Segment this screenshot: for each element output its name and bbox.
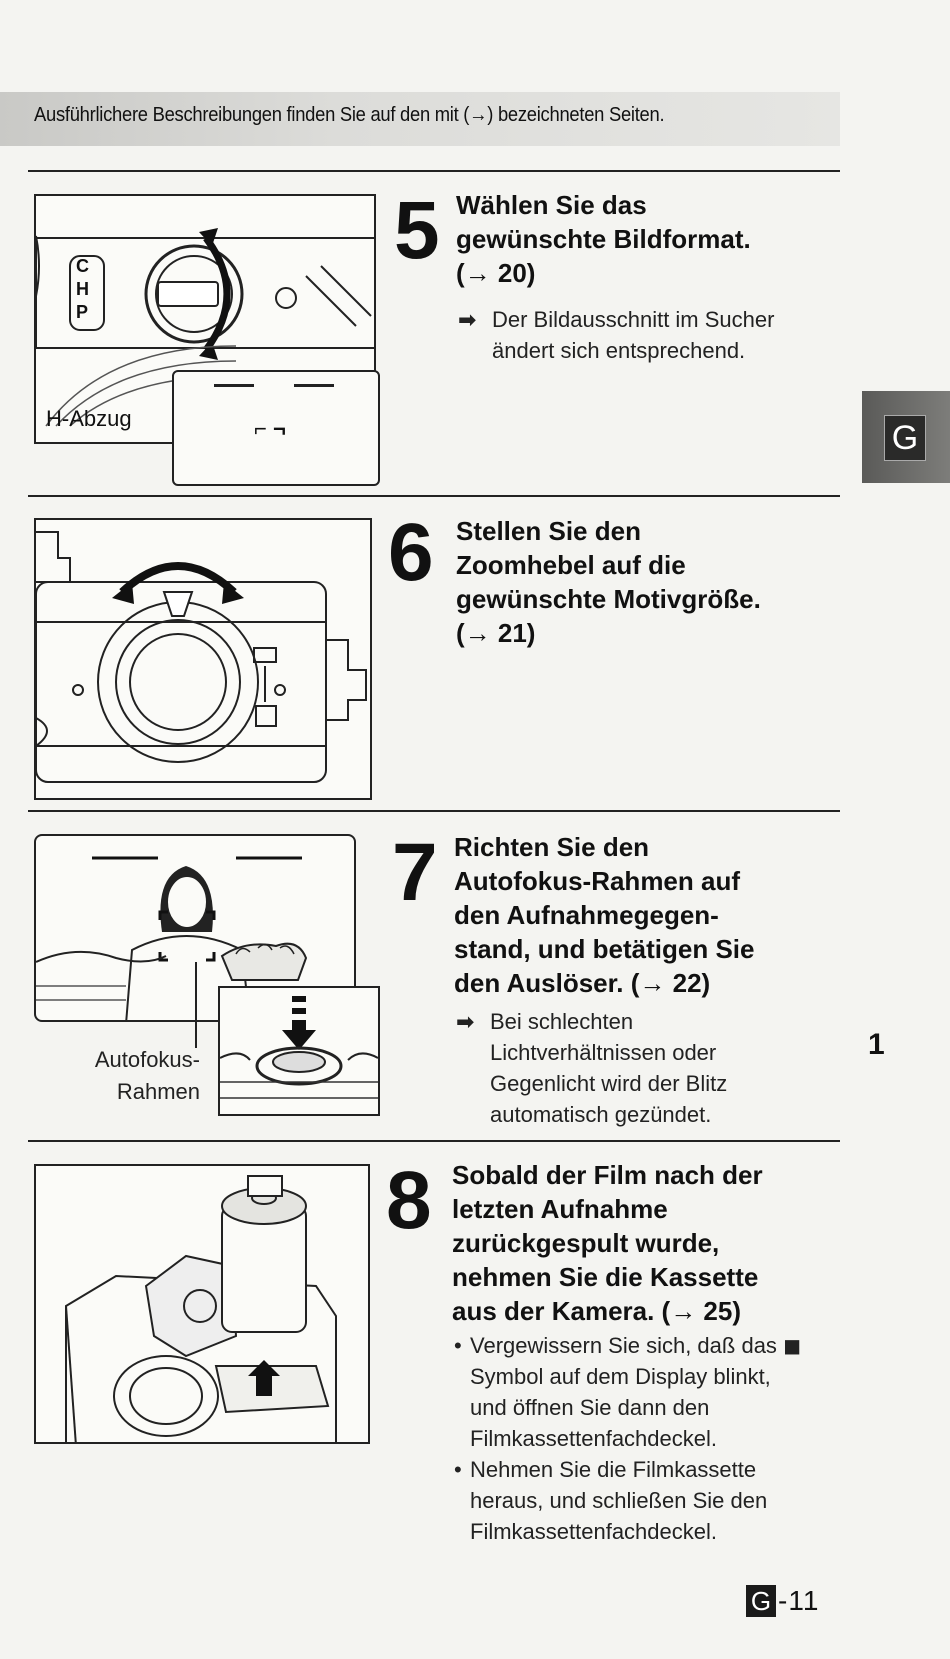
step8-title-line5: aus der Kamera. (→ 25) — [452, 1296, 742, 1326]
step-number-7: 7 — [392, 827, 438, 918]
step7-title-line4: stand, und betätigen Sie — [454, 934, 755, 964]
step6-illustration — [34, 518, 372, 800]
step5-title: Wählen Sie das gewünschte Bildformat. (→… — [456, 188, 856, 290]
page-chapter-letter: G — [746, 1585, 776, 1617]
step5-title-line2: gewünschte Bildformat. — [456, 224, 751, 254]
camera-format-dial-drawing — [36, 228, 374, 427]
banner-text: Ausführlichere Beschreibungen finden Sie… — [34, 104, 665, 126]
divider-top — [28, 170, 840, 172]
step7-note-line4: automatisch gezündet. — [490, 1102, 712, 1127]
step7-note-line2: Lichtverhältnissen oder — [490, 1040, 717, 1065]
step-number-5: 5 — [394, 185, 440, 276]
step8-bullet-1: Vergewissern Sie sich, daß das ◼ Symbol … — [452, 1330, 812, 1454]
divider-6-7 — [28, 810, 840, 812]
step7-note: ➡ Bei schlechten Lichtverhältnissen oder… — [456, 1006, 820, 1130]
frame-symbol: ⌐ ¬ — [254, 416, 286, 441]
film-cartridge-removal-drawing — [65, 1175, 337, 1442]
autofocus-caption-line2: Rahmen — [116, 1079, 200, 1104]
step5-note-text: Der Bildausschnitt im Sucher ändert sich… — [492, 307, 775, 363]
caption-h-abzug: H-Abzug — [46, 406, 132, 431]
note-arrow-icon: ➡ — [456, 1009, 475, 1034]
mode-letter-h: H — [76, 279, 89, 299]
viewfinder-top-line-right — [294, 384, 334, 387]
step7-note-line1: Bei schlechten — [490, 1009, 634, 1034]
step5-title-line1: Wählen Sie das — [456, 190, 647, 220]
mode-letter-c: C — [76, 256, 89, 276]
step7-note-line3: Gegenlicht wird der Blitz — [490, 1071, 728, 1096]
step7-title-line3: den Aufnahmegegen- — [454, 900, 719, 930]
step6-title-line2: Zoomhebel auf die — [456, 550, 686, 580]
zoom-lever-drawing — [36, 531, 367, 783]
step7-title-line5: den Auslöser. (→ 22) — [454, 968, 711, 998]
step5-note: ➡ Der Bildausschnitt im Sucher ändert si… — [458, 304, 842, 366]
step5-title-line3: (→ 20) — [456, 258, 536, 288]
divider-7-8 — [28, 1140, 840, 1142]
step8-title-line1: Sobald der Film nach der — [452, 1160, 763, 1190]
chapter-number: 1 — [868, 1028, 885, 1061]
step6-title-line4: (→ 21) — [456, 618, 536, 648]
header-banner — [0, 92, 840, 146]
shutter-button-drawing — [220, 996, 378, 1099]
step-number-6: 6 — [388, 507, 434, 598]
divider-5-6 — [28, 495, 840, 497]
autofocus-caption: Autofokus- Rahmen — [66, 1044, 200, 1108]
step8-title: Sobald der Film nach der letzten Aufnahm… — [452, 1158, 852, 1328]
step8-bullet-2: Nehmen Sie die Filmkassette heraus, und … — [452, 1454, 812, 1547]
step8-title-line4: nehmen Sie die Kassette — [452, 1262, 759, 1292]
mode-letter-p: P — [76, 302, 89, 322]
step7-title: Richten Sie den Autofokus-Rahmen auf den… — [454, 830, 854, 1000]
step7-title-line1: Richten Sie den — [454, 832, 650, 862]
step6-title: Stellen Sie den Zoomhebel auf die gewüns… — [456, 514, 856, 650]
step-number-8: 8 — [386, 1155, 432, 1246]
step5-illustration: C H P H-Abzug — [34, 194, 376, 444]
step8-title-line3: zurückgespult wurde, — [452, 1228, 720, 1258]
autofocus-caption-line1: Autofokus- — [94, 1047, 200, 1072]
viewfinder-inset: ⌐ ¬ — [172, 370, 380, 486]
step8-bullet-list: Vergewissern Sie sich, daß das ◼ Symbol … — [452, 1330, 812, 1547]
chapter-tab-letter: G — [884, 415, 926, 461]
note-arrow-icon: ➡ — [458, 307, 477, 332]
step8-title-line2: letzten Aufnahme — [452, 1194, 668, 1224]
page-number: -11 — [778, 1585, 820, 1616]
viewfinder-top-line-left — [214, 384, 254, 387]
step6-title-line1: Stellen Sie den — [456, 516, 641, 546]
step8-illustration — [34, 1164, 370, 1444]
shutter-inset — [218, 986, 380, 1116]
step6-title-line3: gewünschte Motivgröße. — [456, 584, 761, 614]
autofocus-pointer-line — [195, 962, 197, 1048]
step7-title-line2: Autofokus-Rahmen auf — [454, 866, 740, 896]
